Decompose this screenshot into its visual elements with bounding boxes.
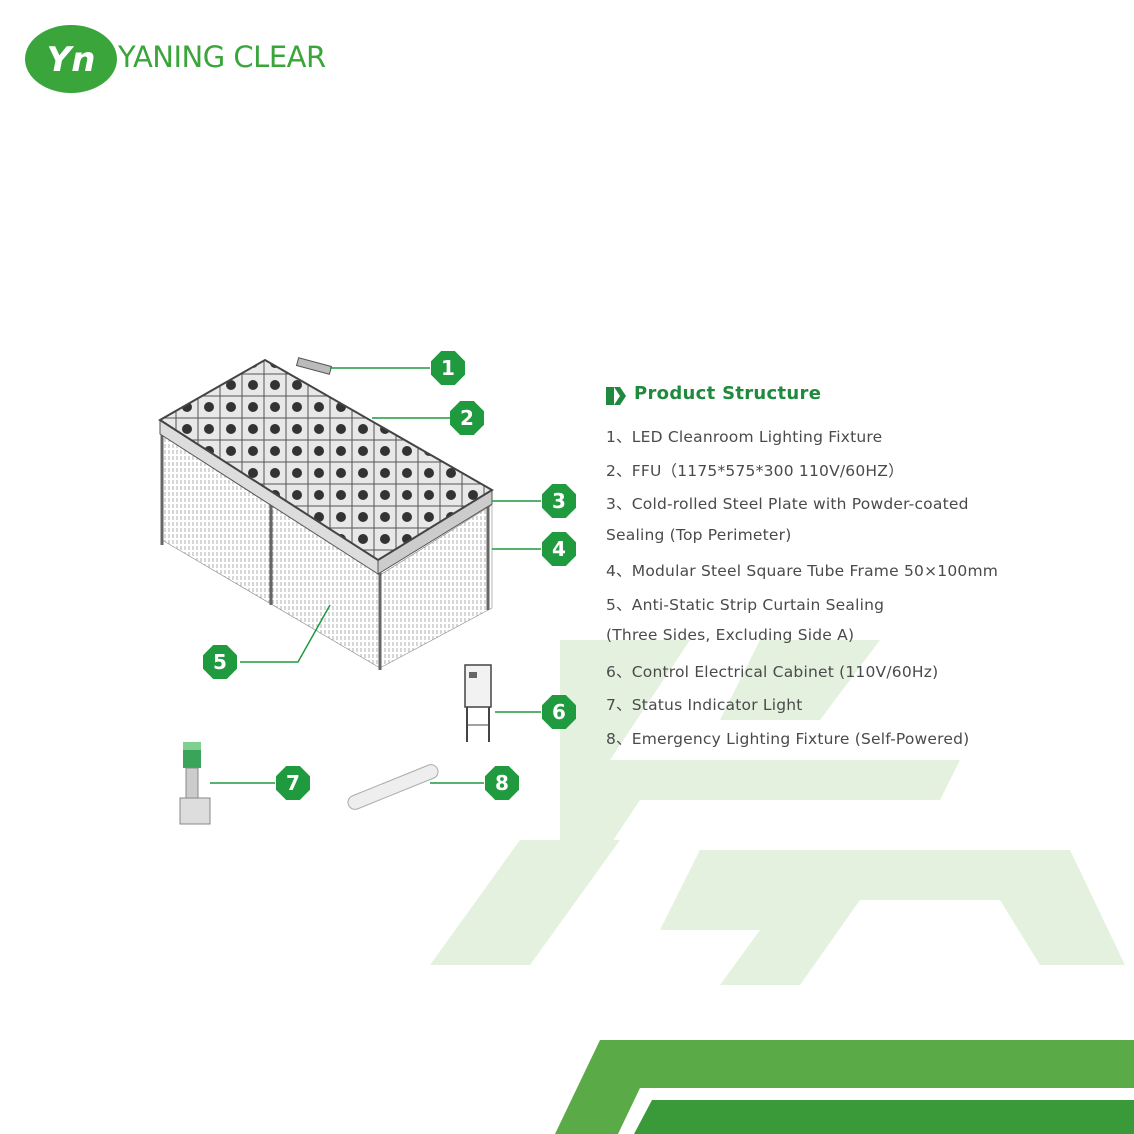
section-title: Product Structure [634,383,822,404]
list-item: 5、Anti-Static Strip Curtain Sealing [606,596,885,614]
list-item: 1、LED Cleanroom Lighting Fixture [606,428,883,446]
status-light-icon [179,742,211,825]
double-chevron-icon [606,387,626,405]
list-item: Sealing (Top Perimeter) [606,526,792,544]
callout-8: 8 [485,766,519,800]
svg-text:Yn: Yn [47,40,96,80]
list-item: 8、Emergency Lighting Fixture (Self-Power… [606,730,970,748]
callout-5: 5 [203,645,237,679]
list-item: 4、Modular Steel Square Tube Frame 50×100… [606,562,999,580]
callout-2: 2 [450,401,484,435]
callout-6: 6 [542,695,576,729]
emergency-light-icon [347,764,439,810]
list-item: 6、Control Electrical Cabinet (110V/60Hz) [606,663,939,681]
callout-lines [210,367,541,784]
logo-icon: Yn [25,25,117,93]
list-item: (Three Sides, Excluding Side A) [606,626,855,644]
callout-1: 1 [431,351,465,385]
list-item: 3、Cold-rolled Steel Plate with Powder-co… [606,495,969,513]
watermark-logo [430,640,1125,985]
callout-4: 4 [542,532,576,566]
ffu-grid [158,358,494,562]
brand-name: YANING CLEAR [118,40,326,74]
steel-frame [160,430,490,670]
control-cabinet-icon [464,664,492,742]
led-fixture-icon [295,357,333,375]
list-item: 2、FFU（1175*575*300 110V/60HZ） [606,462,904,480]
list-item: 7、Status Indicator Light [606,696,803,714]
callout-3: 3 [542,484,576,518]
callout-7: 7 [276,766,310,800]
